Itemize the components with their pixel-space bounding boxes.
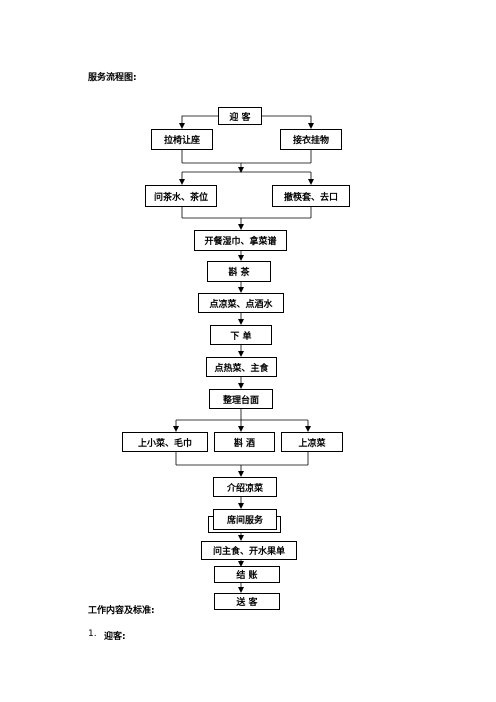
node-ask-tea: 问茶水、茶位	[145, 185, 217, 207]
node-place-order: 下 单	[210, 325, 272, 345]
node-pull-chair: 拉椅让座	[151, 129, 213, 150]
flowchart-title: 服务流程图:	[88, 73, 137, 83]
node-order-cold-drinks: 点凉菜、点酒水	[198, 293, 284, 313]
node-serve-snacks-towel: 上小菜、毛巾	[122, 432, 208, 452]
section-title: 工作内容及标准:	[88, 606, 155, 616]
node-remove-cover: 撤筷套、去口	[272, 185, 350, 207]
node-open-towel-menu: 开餐湿巾、拿菜谱	[194, 230, 287, 251]
node-table-service: 席间服务	[213, 509, 277, 530]
node-checkout: 结 账	[214, 566, 280, 583]
node-serve-cold: 上凉菜	[281, 432, 343, 452]
node-introduce-cold: 介绍凉菜	[213, 477, 277, 497]
node-tidy-table: 整理台面	[209, 389, 273, 409]
node-order-hot-staple: 点热菜、主食	[206, 357, 277, 377]
node-welcome: 迎 客	[218, 107, 262, 125]
list-item-number: 1.	[88, 629, 97, 639]
node-pour-tea: 斟 茶	[207, 261, 271, 282]
list-item-label: 迎客:	[104, 632, 126, 642]
node-pour-wine: 斟 酒	[214, 432, 275, 452]
node-ask-staple-fruit: 问主食、开水果单	[201, 541, 297, 560]
node-see-off: 送 客	[214, 593, 280, 610]
node-take-coat: 接衣挂物	[280, 129, 342, 150]
